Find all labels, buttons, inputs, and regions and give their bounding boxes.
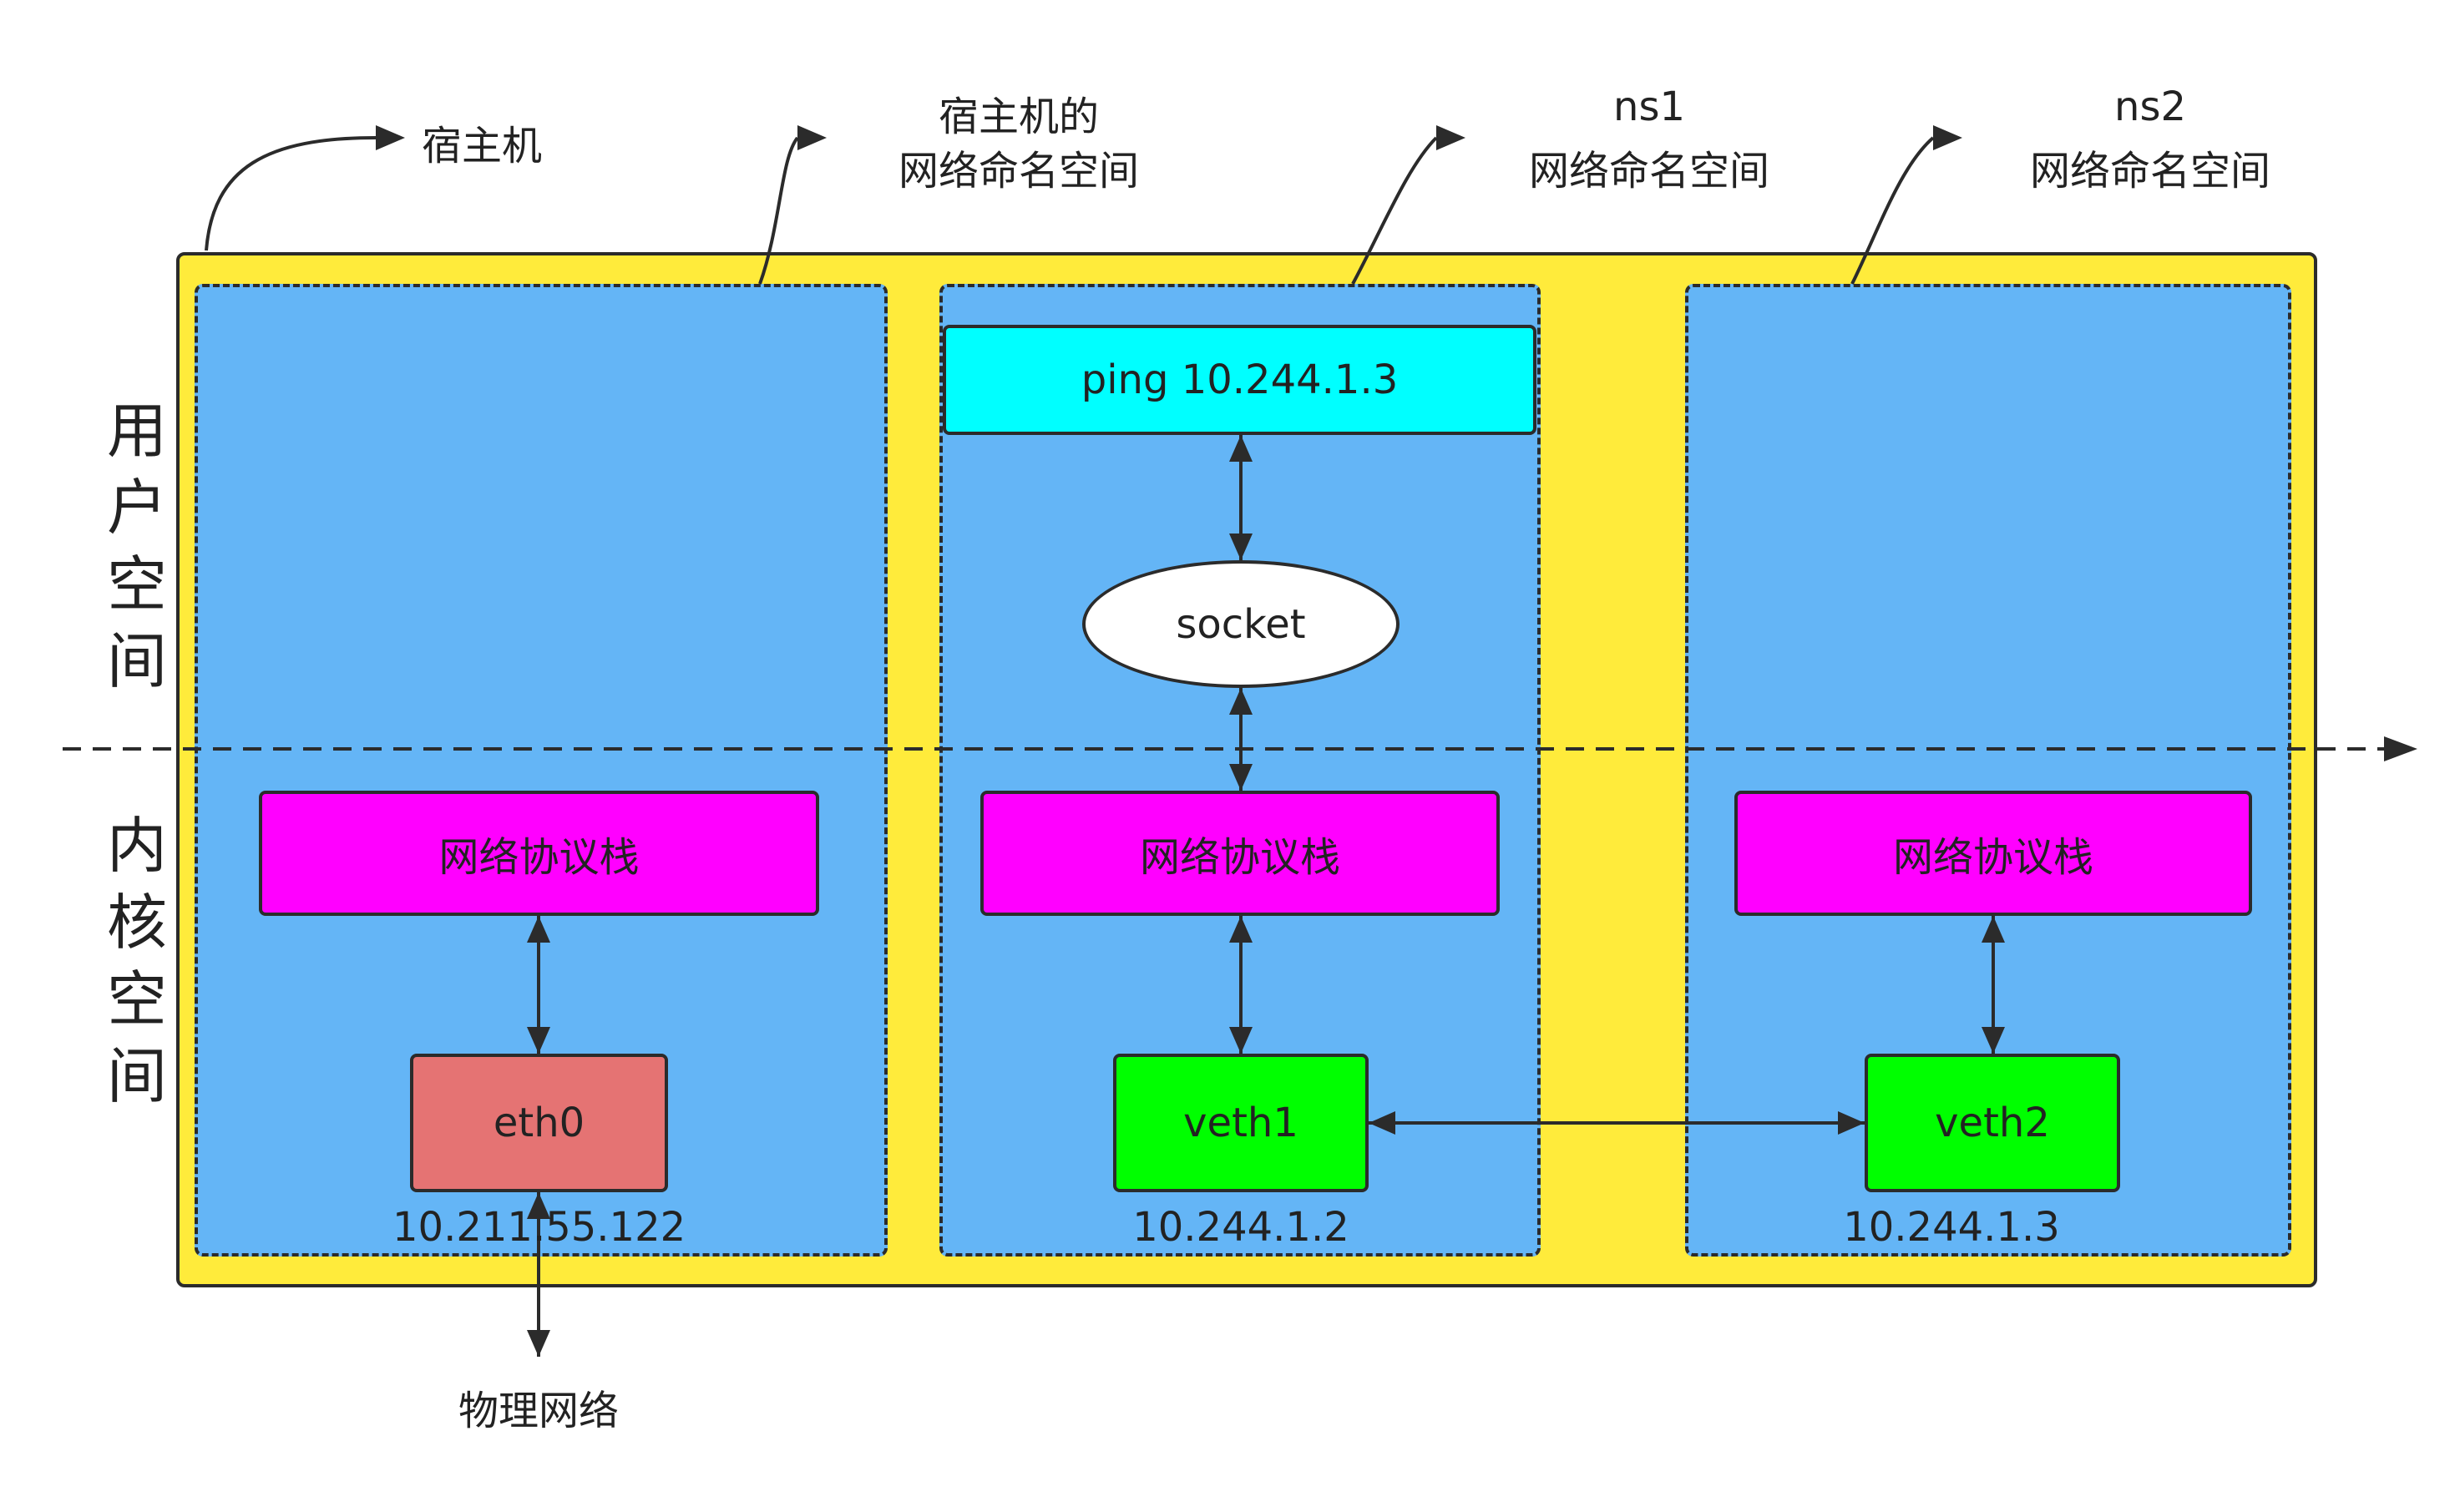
ns2-callout-line2: 网络命名空间: [2029, 148, 2270, 195]
veth1-interface: veth1: [1113, 1054, 1369, 1192]
ns1-protocol-stack: 网络协议栈: [980, 791, 1500, 916]
kernel-space-char: 空: [106, 964, 167, 1034]
eth0-ip-label: 10.211.55.122: [392, 1204, 686, 1251]
veth1-ip-label: 10.244.1.2: [1132, 1204, 1349, 1251]
callout-ns2-arrow: [1850, 136, 1935, 285]
veth2-ip-label: 10.244.1.3: [1843, 1204, 2060, 1251]
user-space-label: 用 户 空 间: [104, 392, 170, 700]
ns2-callout-line1: ns2: [2114, 83, 2186, 130]
socket-node: socket: [1082, 560, 1400, 688]
host-callout-label: 宿主机: [422, 123, 543, 169]
kernel-space-label: 内 核 空 间: [104, 807, 170, 1115]
ns1-callout-line1: ns1: [1613, 83, 1685, 130]
callout-ns1-arrow: [1351, 136, 1438, 285]
eth0-interface: eth0: [410, 1054, 668, 1192]
kernel-space-char: 内: [106, 811, 167, 881]
user-space-char: 用: [106, 396, 167, 466]
veth2-interface: veth2: [1865, 1054, 2120, 1192]
user-space-char: 户: [106, 473, 167, 543]
host-protocol-stack: 网络协议栈: [259, 791, 819, 916]
kernel-space-char: 核: [106, 887, 167, 958]
physical-network-label: 物理网络: [458, 1388, 619, 1434]
host-ns-callout-line1: 宿主机的: [938, 94, 1099, 140]
ping-command-box: ping 10.244.1.3: [943, 325, 1536, 435]
callout-host-arrow: [205, 136, 377, 251]
host-ns-callout-line2: 网络命名空间: [898, 148, 1139, 195]
user-space-char: 空: [106, 549, 167, 619]
user-space-char: 间: [106, 626, 167, 696]
callout-host-ns-arrow: [758, 136, 799, 285]
ns1-callout-line2: 网络命名空间: [1528, 148, 1769, 195]
ns2-protocol-stack: 网络协议栈: [1734, 791, 2252, 916]
kernel-space-char: 间: [106, 1041, 167, 1111]
